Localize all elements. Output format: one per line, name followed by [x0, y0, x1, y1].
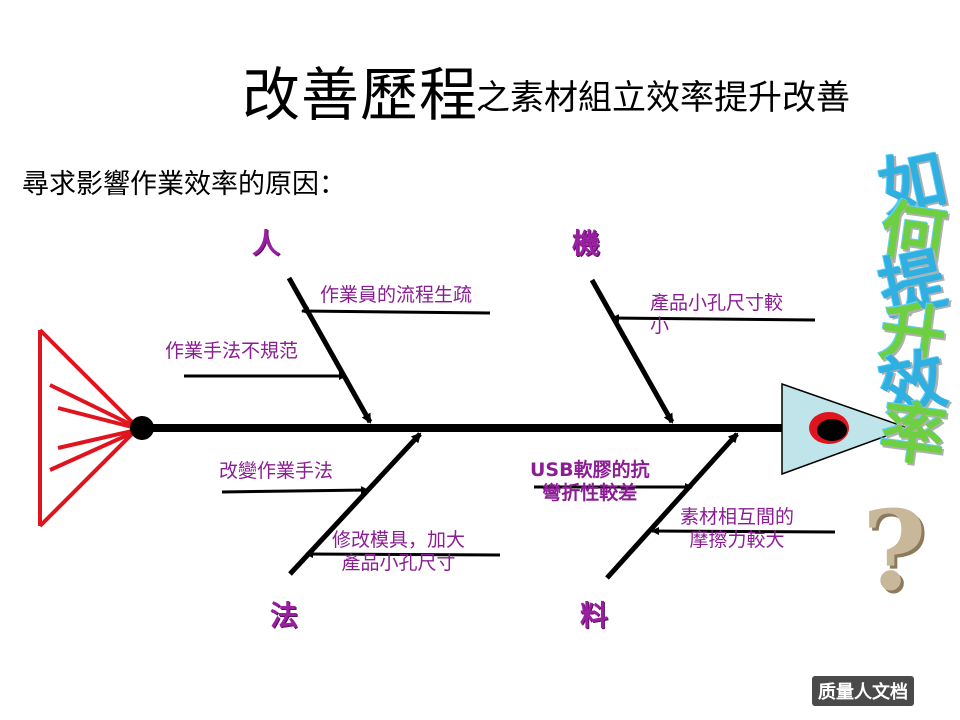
subbone-method-1 — [221, 486, 369, 495]
title-suffix: 之素材組立效率提升改善 — [476, 78, 850, 118]
cause-material-2-line2: 摩擦力較大 — [689, 529, 785, 551]
cause-material-2-line1: 素材相互間的 — [680, 506, 795, 528]
cause-method-1: 改變作業手法 — [219, 460, 334, 482]
category-material: 料 — [580, 599, 609, 632]
title-main: 改善歷程 — [242, 61, 479, 129]
cause-machine-1-line1: 產品小孔尺寸較 — [650, 292, 784, 314]
cause-machine-1: 產品小孔尺寸較 小 — [650, 292, 783, 338]
bone-machine — [589, 278, 675, 424]
bone-people — [286, 276, 373, 424]
cause-method-2-line1: 修改模具，加大 — [332, 529, 466, 551]
subbone-material-2 — [651, 527, 836, 536]
fish-tail — [38, 328, 141, 528]
subbone-machine-1 — [611, 314, 816, 323]
goal-char: 率 — [875, 391, 952, 478]
category-people: 人 — [252, 227, 281, 260]
cause-material-1-line2: 彎折性較差 — [542, 482, 638, 504]
goal-text: 如 何 提 升 效 率 — [868, 140, 958, 477]
bone-material — [605, 432, 739, 580]
cause-material-2: 素材相互間的 摩擦力較大 — [680, 506, 794, 552]
subbone-people-1 — [301, 307, 491, 316]
cause-people-1: 作業員的流程生疏 — [320, 284, 473, 306]
cause-method-2: 修改模具，加大 產品小孔尺寸 — [332, 529, 465, 575]
cause-machine-1-line2: 小 — [650, 315, 670, 337]
subtitle: 尋求影響作業效率的原因： — [22, 169, 346, 200]
cause-people-2: 作業手法不規范 — [165, 340, 299, 362]
category-method: 法 — [270, 599, 299, 632]
subbone-method-2 — [305, 550, 501, 559]
cause-method-2-line2: 產品小孔尺寸 — [341, 552, 456, 574]
cause-material-1: USB軟膠的抗 彎折性較差 — [530, 459, 650, 505]
question-mark-icon: ? — [862, 486, 927, 615]
spine-start-dot — [130, 416, 154, 440]
cause-material-1-line1: USB軟膠的抗 — [530, 459, 650, 481]
watermark-logo: 质量人文档 — [812, 676, 914, 706]
category-machine: 機 — [572, 227, 601, 260]
